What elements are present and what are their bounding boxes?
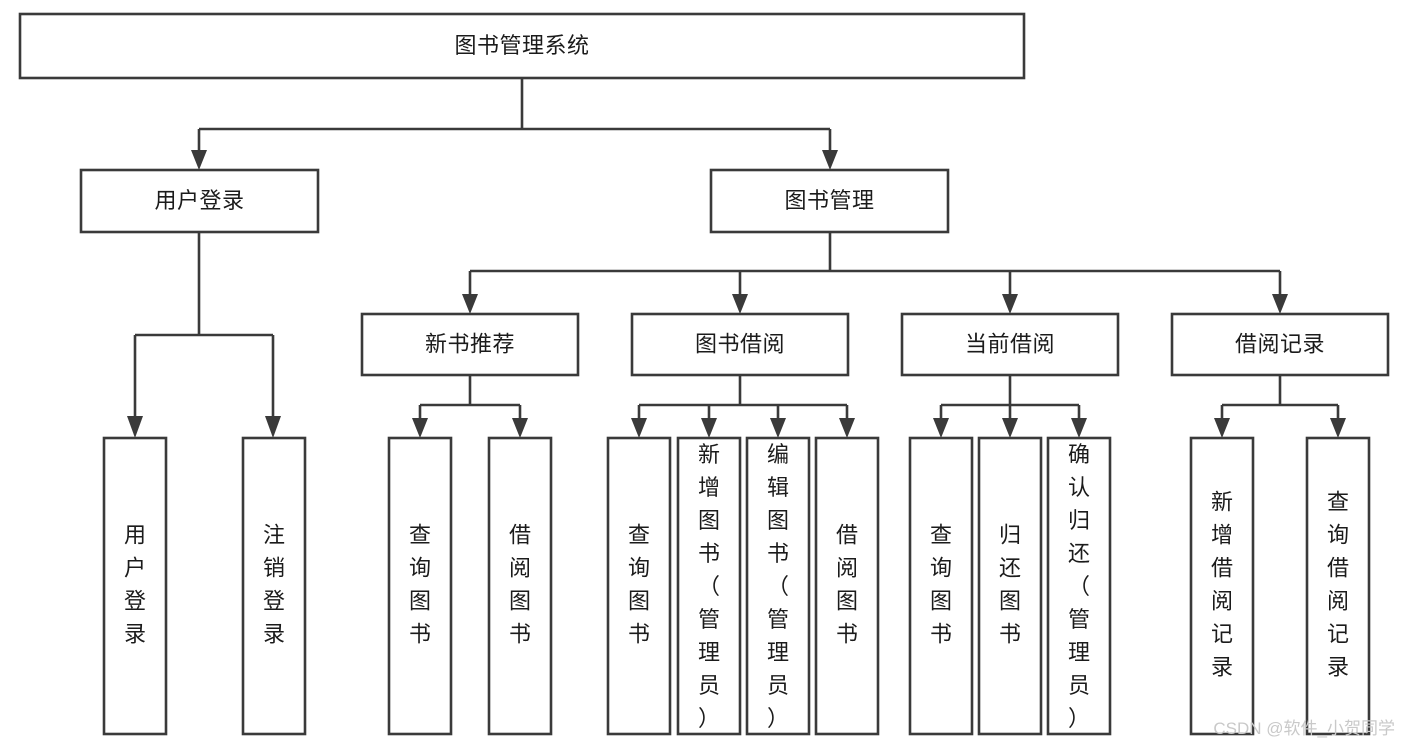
node-leaf-query-record[interactable]: 查询借阅记录 <box>1305 436 1371 736</box>
arrowhead-leaf-add-record <box>1214 418 1230 438</box>
node-user-login-box <box>79 168 320 234</box>
node-leaf-user-logout-label: 注销登录 <box>263 522 285 646</box>
arrowhead-leaf-confirm-return <box>1071 418 1087 438</box>
node-leaf-edit-book-box <box>745 436 811 736</box>
node-leaf-confirm-return-box <box>1046 436 1112 736</box>
node-leaf-add-book-box <box>676 436 742 736</box>
node-current-borrow-label: 当前借阅 <box>965 331 1055 356</box>
node-leaf-user-logout[interactable]: 注销登录 <box>241 436 307 736</box>
arrowhead-leaf-return-book <box>1002 418 1018 438</box>
node-leaf-query-record-label: 查询借阅记录 <box>1327 489 1349 679</box>
node-leaf-query-book-3[interactable]: 查询图书 <box>908 436 974 736</box>
node-current-borrow-box <box>900 312 1120 377</box>
node-new-book-recommend-box <box>360 312 580 377</box>
arrowhead-leaf-query-book-2 <box>631 418 647 438</box>
edges-layer <box>127 78 1346 438</box>
node-leaf-add-book[interactable]: 新增图书（管理员） <box>676 436 742 736</box>
node-leaf-user-logout-box <box>241 436 307 736</box>
node-leaf-query-record-box <box>1305 436 1371 736</box>
node-leaf-user-login-box <box>102 436 168 736</box>
node-leaf-confirm-return-label: 确认归还（管理员） <box>1068 442 1090 731</box>
node-leaf-borrow-book-2-box <box>814 436 880 736</box>
node-leaf-borrow-book-1[interactable]: 借阅图书 <box>487 436 553 736</box>
node-current-borrow[interactable]: 当前借阅 <box>900 312 1120 377</box>
node-book-borrow[interactable]: 图书借阅 <box>630 312 850 377</box>
node-leaf-query-book-2-box <box>606 436 672 736</box>
node-root[interactable]: 图书管理系统 <box>18 12 1026 80</box>
node-user-login-label: 用户登录 <box>154 188 244 213</box>
node-leaf-add-book-label: 新增图书（管理员） <box>698 442 720 731</box>
node-book-borrow-box <box>630 312 850 377</box>
node-new-book-recommend-label: 新书推荐 <box>425 331 515 356</box>
node-leaf-query-book-1-label: 查询图书 <box>409 522 431 646</box>
node-book-management-box <box>709 168 950 234</box>
arrowhead-leaf-add-book <box>701 418 717 438</box>
arrowhead-leaf-edit-book <box>770 418 786 438</box>
arrowhead-leaf-query-record <box>1330 418 1346 438</box>
node-leaf-return-book-box <box>977 436 1043 736</box>
node-leaf-borrow-book-2-label: 借阅图书 <box>836 522 858 646</box>
node-root-label: 图书管理系统 <box>454 33 589 58</box>
node-leaf-edit-book[interactable]: 编辑图书（管理员） <box>745 436 811 736</box>
node-leaf-user-login-label: 用户登录 <box>124 522 146 646</box>
node-leaf-query-book-1[interactable]: 查询图书 <box>387 436 453 736</box>
node-leaf-return-book-label: 归还图书 <box>999 522 1021 646</box>
node-leaf-edit-book-label: 编辑图书（管理员） <box>767 442 789 731</box>
node-leaf-borrow-book-1-label: 借阅图书 <box>509 522 531 646</box>
node-borrow-record[interactable]: 借阅记录 <box>1170 312 1390 377</box>
node-book-borrow-label: 图书借阅 <box>695 331 785 356</box>
node-leaf-add-record-box <box>1189 436 1255 736</box>
node-leaf-query-book-2[interactable]: 查询图书 <box>606 436 672 736</box>
node-leaf-borrow-book-1-box <box>487 436 553 736</box>
node-borrow-record-label: 借阅记录 <box>1235 331 1325 356</box>
node-user-login[interactable]: 用户登录 <box>79 168 320 234</box>
arrowhead-leaf-borrow-book-2 <box>839 418 855 438</box>
node-borrow-record-box <box>1170 312 1390 377</box>
node-book-management[interactable]: 图书管理 <box>709 168 950 234</box>
node-leaf-add-record[interactable]: 新增借阅记录 <box>1189 436 1255 736</box>
node-leaf-borrow-book-2[interactable]: 借阅图书 <box>814 436 880 736</box>
node-leaf-query-book-3-label: 查询图书 <box>930 522 952 646</box>
arrowhead-leaf-query-book-3 <box>933 418 949 438</box>
arrowhead-leaf-user-logout <box>265 416 281 438</box>
arrowhead-new-book-recommend <box>462 294 478 314</box>
node-leaf-query-book-2-label: 查询图书 <box>628 522 650 646</box>
node-root-box <box>18 12 1026 80</box>
node-book-management-label: 图书管理 <box>784 188 874 213</box>
node-leaf-return-book[interactable]: 归还图书 <box>977 436 1043 736</box>
node-new-book-recommend[interactable]: 新书推荐 <box>360 312 580 377</box>
arrowhead-borrow-record <box>1272 294 1288 314</box>
node-leaf-query-book-1-box <box>387 436 453 736</box>
arrowhead-book-management <box>822 150 838 170</box>
arrowhead-current-borrow <box>1002 294 1018 314</box>
arrowhead-leaf-user-login <box>127 416 143 438</box>
arrowhead-book-borrow <box>732 294 748 314</box>
node-leaf-user-login[interactable]: 用户登录 <box>102 436 168 736</box>
node-leaf-add-record-label: 新增借阅记录 <box>1211 489 1233 679</box>
arrowhead-user-login <box>191 150 207 170</box>
arrowhead-leaf-borrow-book-1 <box>512 418 528 438</box>
node-leaf-query-book-3-box <box>908 436 974 736</box>
arrowhead-leaf-query-book-1 <box>412 418 428 438</box>
node-leaf-confirm-return[interactable]: 确认归还（管理员） <box>1046 436 1112 736</box>
